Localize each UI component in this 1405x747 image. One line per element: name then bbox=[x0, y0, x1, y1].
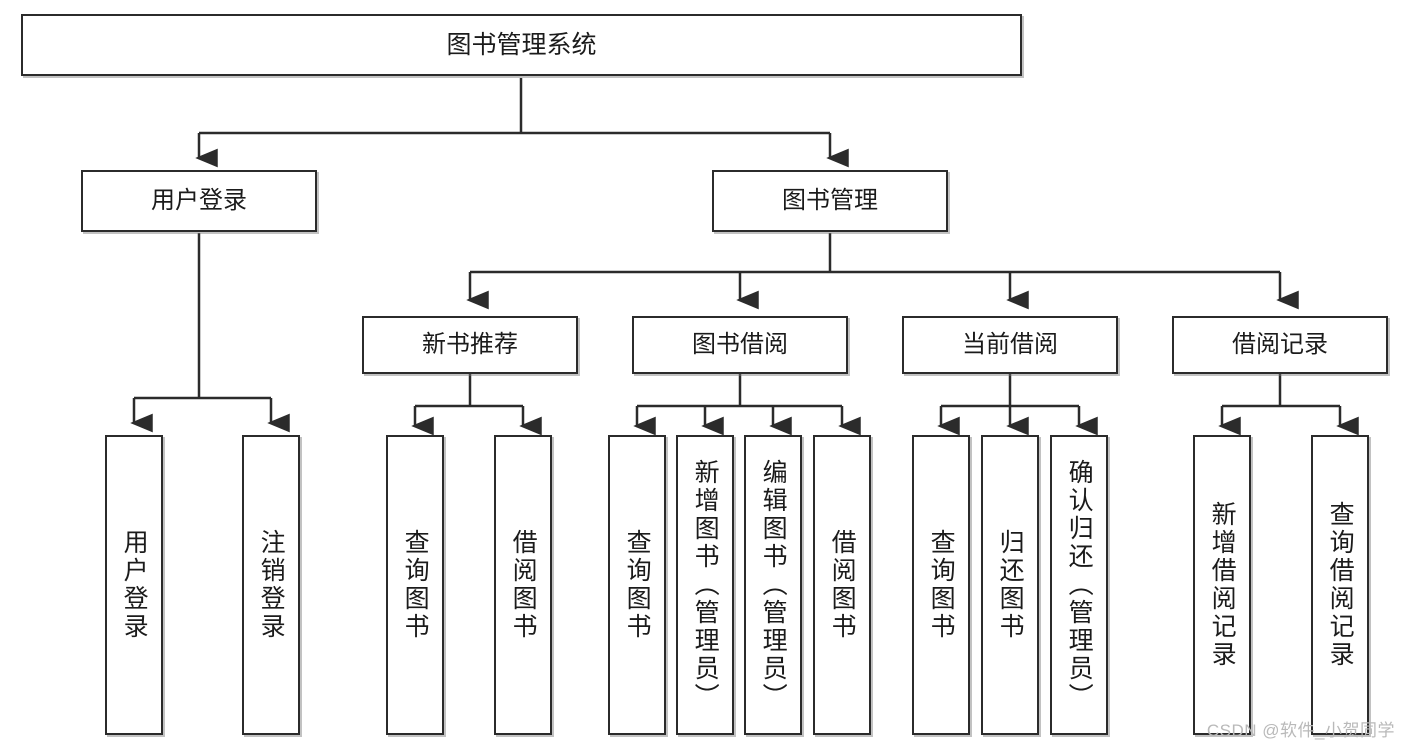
node-label: 用户登录 bbox=[151, 187, 247, 215]
node-label: 当前借阅 bbox=[962, 331, 1058, 359]
node-label: 注销登录 bbox=[257, 529, 286, 641]
node-label: 新增借阅记录 bbox=[1208, 501, 1237, 669]
node-label: 确认归还（管理员） bbox=[1065, 459, 1094, 711]
node-book-management[interactable]: 图书管理 bbox=[712, 170, 948, 232]
leaf-return-book[interactable]: 归还图书 bbox=[981, 435, 1039, 735]
node-root-system[interactable]: 图书管理系统 bbox=[21, 14, 1022, 76]
node-label: 借阅图书 bbox=[509, 529, 538, 641]
node-label: 图书借阅 bbox=[692, 331, 788, 359]
leaf-add-book-admin[interactable]: 新增图书（管理员） bbox=[676, 435, 734, 735]
node-label: 查询图书 bbox=[401, 529, 430, 641]
node-borrow-record[interactable]: 借阅记录 bbox=[1172, 316, 1388, 374]
leaf-query-book-current[interactable]: 查询图书 bbox=[912, 435, 970, 735]
leaf-user-login[interactable]: 用户登录 bbox=[105, 435, 163, 735]
watermark-text: CSDN @软件_小贺同学 bbox=[1206, 721, 1395, 740]
node-label: 借阅图书 bbox=[828, 529, 857, 641]
leaf-borrow-book-recommend[interactable]: 借阅图书 bbox=[494, 435, 552, 735]
node-label: 查询图书 bbox=[927, 529, 956, 641]
node-new-book-recommend[interactable]: 新书推荐 bbox=[362, 316, 578, 374]
node-label: 图书管理 bbox=[782, 187, 878, 215]
node-label: 编辑图书（管理员） bbox=[759, 459, 788, 711]
node-label: 用户登录 bbox=[120, 529, 149, 641]
leaf-query-borrow-record[interactable]: 查询借阅记录 bbox=[1311, 435, 1369, 735]
node-label: 图书管理系统 bbox=[446, 30, 597, 59]
node-current-borrow[interactable]: 当前借阅 bbox=[902, 316, 1118, 374]
node-label: 查询借阅记录 bbox=[1326, 501, 1355, 669]
node-label: 新增图书（管理员） bbox=[691, 459, 720, 711]
leaf-borrow-book[interactable]: 借阅图书 bbox=[813, 435, 871, 735]
node-label: 借阅记录 bbox=[1232, 331, 1328, 359]
leaf-logout[interactable]: 注销登录 bbox=[242, 435, 300, 735]
leaf-query-book-recommend[interactable]: 查询图书 bbox=[386, 435, 444, 735]
node-label: 归还图书 bbox=[996, 529, 1025, 641]
node-label: 查询图书 bbox=[623, 529, 652, 641]
node-label: 新书推荐 bbox=[422, 331, 518, 359]
leaf-query-book-borrow[interactable]: 查询图书 bbox=[608, 435, 666, 735]
node-book-borrow[interactable]: 图书借阅 bbox=[632, 316, 848, 374]
leaf-confirm-return-admin[interactable]: 确认归还（管理员） bbox=[1050, 435, 1108, 735]
node-user-login[interactable]: 用户登录 bbox=[81, 170, 317, 232]
leaf-add-borrow-record[interactable]: 新增借阅记录 bbox=[1193, 435, 1251, 735]
leaf-edit-book-admin[interactable]: 编辑图书（管理员） bbox=[744, 435, 802, 735]
